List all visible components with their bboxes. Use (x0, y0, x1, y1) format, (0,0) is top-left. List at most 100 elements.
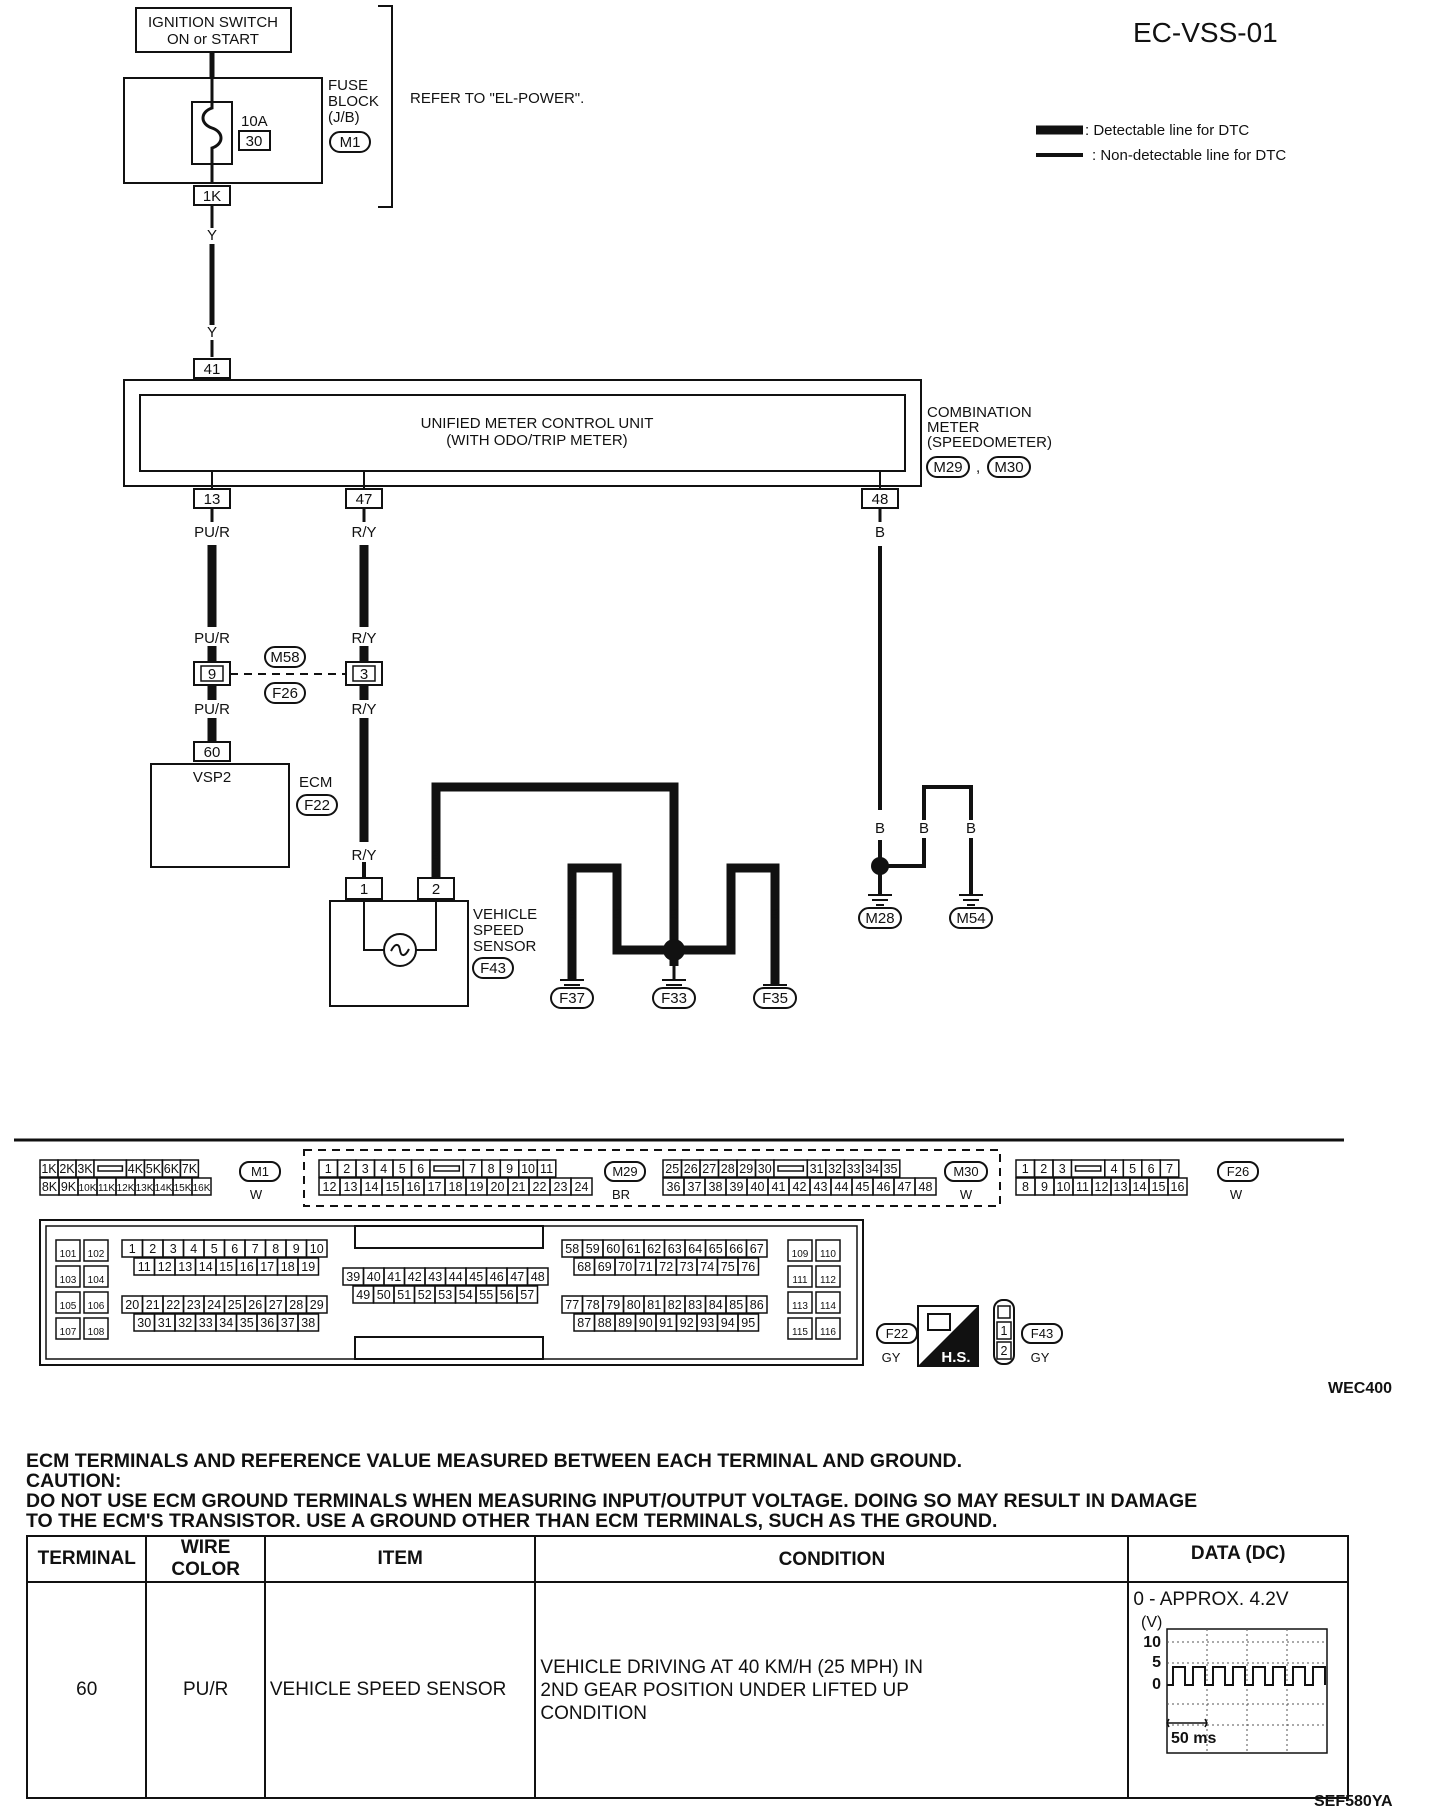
f22-pin-label: 16 (240, 1260, 254, 1274)
wire-color-ry-2: R/Y (351, 630, 376, 647)
m29-pin-label: 19 (470, 1180, 484, 1194)
f22-pin-label: 66 (729, 1242, 743, 1256)
header-terminal: TERMINAL (25, 1535, 148, 1583)
vehicle-speed-sensor: VEHICLE SPEED SENSOR F43 (329, 899, 537, 1007)
ground-f37-label: F37 (559, 990, 585, 1007)
waveform-tick-10: 10 (1144, 1634, 1162, 1651)
f22-pin-label: 29 (310, 1298, 324, 1312)
f22-pin-label: 92 (680, 1316, 694, 1330)
m1-pin-label: 10K (79, 1183, 97, 1194)
wire-color-y-bottom: Y (207, 324, 217, 341)
f22-pin-label: 70 (618, 1260, 632, 1274)
f22-pin-label: 72 (659, 1260, 673, 1274)
f22-pin-label: 90 (639, 1316, 653, 1330)
wire-color-b-sensor: B (431, 847, 441, 864)
f22-pin-cell (55, 1239, 81, 1262)
meter-label-2: METER (927, 419, 980, 436)
ground-m28: M28 (858, 894, 902, 929)
m29-pin-label: 15 (386, 1180, 400, 1194)
f22-pin-cell (737, 1313, 760, 1332)
f22-pin-label: 48 (531, 1270, 545, 1284)
f22-pin-label: 42 (408, 1270, 422, 1284)
ecm-terminal-60: 60 (204, 744, 221, 761)
m30-pin-label: 48 (919, 1180, 933, 1194)
f22-pin-label: 62 (647, 1242, 661, 1256)
f22-pin-label: 6 (231, 1242, 238, 1256)
ecm-label: ECM (299, 774, 332, 791)
f22-pin-label: 81 (647, 1298, 661, 1312)
f22-pin-label: 59 (586, 1242, 600, 1256)
f22-pin-cell (815, 1317, 841, 1340)
f22-pin-label: 111 (792, 1275, 808, 1286)
fuse-rating: 10A (241, 113, 268, 130)
f22-pin-label: 95 (741, 1316, 755, 1330)
m1-pin-label: 9K (61, 1180, 77, 1194)
m29-connector-id: M29 (612, 1164, 637, 1179)
wire-color-b-meter: B (875, 524, 885, 541)
f22-pin-label: 86 (750, 1298, 764, 1312)
f22-pin-label: 18 (281, 1260, 295, 1274)
f22-pin-label: 45 (469, 1270, 483, 1284)
f22-pin-label: 5 (211, 1242, 218, 1256)
m1-pin-label: 5K (146, 1162, 162, 1176)
m30-pin-label: 35 (884, 1162, 898, 1176)
f22-pin-label: 75 (721, 1260, 735, 1274)
m30-pin-label: 31 (810, 1162, 824, 1176)
cell-data: 0 - APPROX. 4.2V (V) 10 5 0 (1127, 1581, 1349, 1799)
m30-lock-tab (777, 1165, 805, 1172)
m1-pin-label: 11K (98, 1183, 115, 1194)
m29-pin-label: 12 (323, 1180, 337, 1194)
m30-pin-label: 44 (835, 1180, 849, 1194)
waveform-time-div: 50 ms (1171, 1730, 1216, 1747)
f22-pin-cell (297, 1257, 320, 1276)
f22-pin-cell (815, 1239, 841, 1262)
f22-pin-label: 12 (158, 1260, 172, 1274)
f22-pin-label: 89 (618, 1316, 632, 1330)
f22-pin-label: 52 (418, 1288, 432, 1302)
f22-pin-label: 27 (269, 1298, 283, 1312)
waveform-tick-0: 0 (1152, 1676, 1161, 1693)
ecm-box: VSP2 ECM F22 (150, 763, 338, 868)
fuse-block: 10A 30 FUSE BLOCK (J/B) M1 (123, 77, 379, 184)
f22-pin-label: 4 (190, 1242, 197, 1256)
f26-pin-label: 12 (1095, 1180, 1109, 1194)
cell-condition: VEHICLE DRIVING AT 40 KM/H (25 MPH) IN 2… (534, 1581, 1130, 1799)
notes-heading: ECM TERMINALS AND REFERENCE VALUE MEASUR… (26, 1450, 963, 1472)
f43-pin-cell (996, 1341, 1012, 1360)
f26-connector-color: W (1230, 1187, 1243, 1202)
f22-pin-label: 3 (170, 1242, 177, 1256)
f22-pin-label: 108 (88, 1327, 105, 1338)
header-item: ITEM (263, 1535, 537, 1583)
m30-pin-label: 38 (709, 1180, 723, 1194)
f26-pin-label: 10 (1057, 1180, 1071, 1194)
m30-pin-label: 29 (739, 1162, 753, 1176)
f22-pin-label: 26 (248, 1298, 262, 1312)
f26-pin-cell (1159, 1159, 1180, 1178)
f22-pin-label: 64 (688, 1242, 702, 1256)
f22-pin-label: 116 (820, 1327, 836, 1338)
f22-pin-cell (55, 1291, 81, 1314)
junction-terminal-9: 9 (208, 666, 216, 683)
f22-pin-label: 78 (586, 1298, 600, 1312)
connector-icon (927, 1313, 951, 1331)
m29-pin-label: 11 (540, 1162, 553, 1176)
legend-non-detectable-text: : Non-detectable line for DTC (1092, 147, 1286, 164)
m1-pin-label: 16K (193, 1183, 211, 1194)
f26-connector-id: F26 (1227, 1164, 1249, 1179)
ground-icon (868, 894, 892, 906)
m1-pin-label: 2K (59, 1162, 75, 1176)
m30-pin-label: 36 (667, 1180, 681, 1194)
harness-side-label: H.S. (941, 1349, 970, 1366)
m1-connector-id: M1 (251, 1164, 269, 1179)
fuse-terminal-1k: 1K (203, 188, 221, 205)
ground-m28-label: M28 (865, 910, 894, 927)
m29-pin-label: 3 (362, 1162, 369, 1176)
wire-color-b-f35b: B (770, 906, 780, 923)
wire-color-b-f37: B (567, 906, 577, 923)
f22-pin-label: 60 (606, 1242, 620, 1256)
m30-connector-id: M30 (953, 1164, 978, 1179)
m29-connector-color: BR (612, 1187, 630, 1202)
f22-pin-label: 82 (668, 1298, 682, 1312)
f22-pin-label: 43 (428, 1270, 442, 1284)
f26-pin-cell (1070, 1159, 1106, 1178)
